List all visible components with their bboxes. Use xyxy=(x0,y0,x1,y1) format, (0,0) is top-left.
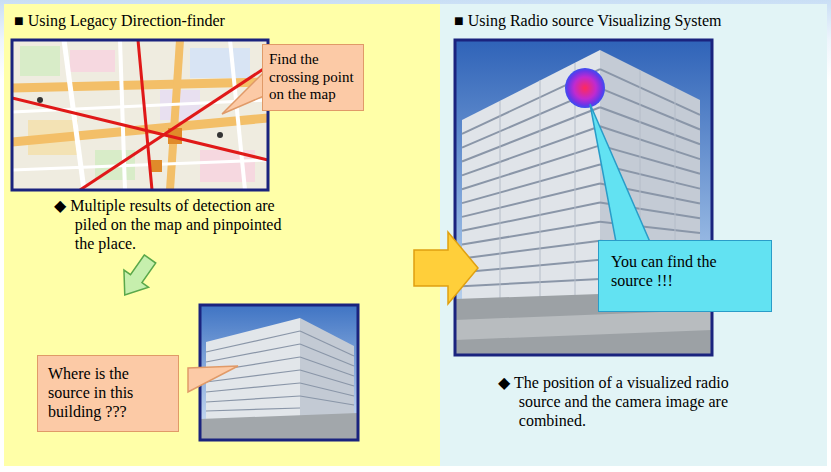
panel-heading: ■ Using Radio source Visualizing System xyxy=(454,12,814,31)
callout-box: You can find the source !!! xyxy=(598,240,772,312)
street-map xyxy=(12,40,268,190)
camera-image xyxy=(462,241,600,259)
street-map xyxy=(12,160,268,170)
callout-text: Find the crossing point on the map xyxy=(269,51,357,104)
building-photo xyxy=(300,344,354,366)
street-map xyxy=(120,40,125,190)
building-photo xyxy=(300,370,354,386)
callout-pointer xyxy=(222,72,264,114)
building-photo xyxy=(300,318,354,418)
camera-image xyxy=(500,63,675,299)
camera-image xyxy=(462,279,600,286)
street-map xyxy=(12,40,268,190)
street-map xyxy=(20,46,60,76)
camera-image xyxy=(462,145,600,189)
camera-image xyxy=(462,260,600,273)
camera-image xyxy=(675,88,676,294)
camera-image xyxy=(455,310,712,340)
street-map xyxy=(80,66,268,190)
block-arrow xyxy=(414,232,478,304)
panel-note: ◆ The position of a visualized radio sou… xyxy=(498,374,741,431)
camera-image xyxy=(462,222,600,245)
street-map xyxy=(217,132,223,138)
camera-image xyxy=(600,126,700,159)
camera-image xyxy=(600,260,700,263)
street-map xyxy=(190,48,250,78)
green-arrow xyxy=(112,250,162,303)
building-photo xyxy=(200,413,358,440)
radio-source-marker xyxy=(565,68,605,108)
panel-note: ◆ Multiple results of detection are pile… xyxy=(54,197,295,254)
callout-box: Where is the source in this building ??? xyxy=(37,355,179,432)
panel-heading: ■ Using Legacy Direction-finder xyxy=(14,12,424,31)
callout-box: Find the crossing point on the map xyxy=(262,44,364,111)
camera-image xyxy=(455,40,712,355)
street-map xyxy=(12,40,268,190)
camera-image xyxy=(640,70,641,296)
camera-image xyxy=(600,88,700,129)
callout-pointer xyxy=(590,104,650,242)
camera-image xyxy=(600,277,700,279)
building-photo xyxy=(206,408,300,411)
callout-text: You can find the source !!! xyxy=(611,253,759,291)
camera-image xyxy=(455,40,712,355)
street-map xyxy=(138,40,152,190)
building-photo xyxy=(206,396,300,402)
street-map xyxy=(37,97,43,103)
street-map xyxy=(12,82,268,88)
camera-image xyxy=(600,241,700,248)
camera-image xyxy=(455,40,712,355)
callout-text: Where is the source in this building ??? xyxy=(48,365,168,422)
building-photo xyxy=(206,383,300,392)
street-map xyxy=(170,40,180,190)
camera-image xyxy=(600,107,700,144)
green-arrow xyxy=(112,250,162,303)
building-photo xyxy=(300,396,354,405)
street-map xyxy=(12,40,268,190)
building-photo xyxy=(300,331,354,356)
camera-image xyxy=(540,80,541,299)
camera-image xyxy=(462,184,600,217)
street-map xyxy=(150,160,162,172)
callout-pointer xyxy=(188,366,238,392)
camera-image xyxy=(462,165,600,204)
building-photo xyxy=(300,383,354,396)
camera-image xyxy=(462,203,600,231)
building-photo xyxy=(300,357,354,376)
street-map xyxy=(230,40,245,190)
street-map xyxy=(70,50,115,72)
camera-image xyxy=(500,101,501,299)
camera-image xyxy=(455,290,712,355)
building-photo xyxy=(206,331,300,352)
